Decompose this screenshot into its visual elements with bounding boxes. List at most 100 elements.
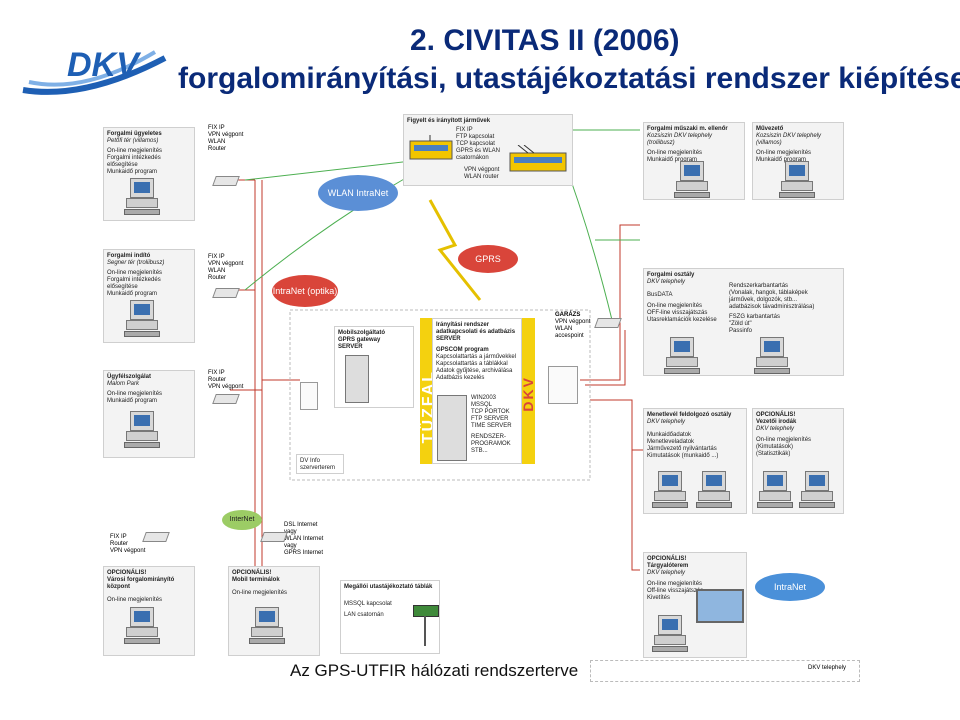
router-icon (594, 318, 622, 328)
panel-title: Forgalmi ügyeletes (107, 131, 162, 137)
panel-line: PROGRAMOK (471, 441, 511, 447)
panel-menetlevel: Menetlevél feldolgozó osztály DKV teleph… (643, 408, 747, 514)
panel-line: On-line megjelenítés (647, 581, 703, 587)
panel-subtitle2: Mobil terminálok (232, 577, 280, 583)
panel-title: OPCIONÁLIS! (232, 570, 272, 576)
wlan-intranet-bubble: WLAN IntraNet (318, 175, 398, 211)
panel-title: Forgalmi indító (107, 253, 151, 259)
panel-line: On-line megjelenítés (756, 437, 812, 443)
panel-line: Rendszerkarbantartás (729, 283, 789, 289)
router-line: VPN végpont (110, 548, 146, 554)
panel-line: SERVER (436, 336, 461, 342)
panel-line: MSSQL kapcsolat (344, 601, 392, 607)
router-line: DSL Internet (284, 522, 318, 528)
router-line: WLAN Internet (284, 536, 324, 542)
router-text-varosi: FIX IP Router VPN végpont (110, 534, 145, 555)
panel-line: Off-line visszajátszás (647, 588, 704, 594)
panel-subtitle2: Tárgyalóterem (647, 563, 689, 569)
router-line: vagy (284, 529, 297, 535)
panel-line: On-line megjelenítés (232, 590, 288, 596)
panel-subtitle: Petőfi tér (villamos) (107, 138, 159, 144)
panel-subtitle: DKV telephely (647, 279, 686, 285)
panel-line: (Kimutatások) (756, 444, 794, 450)
panel-title: Forgalmi osztály (647, 272, 695, 278)
panel-subtitle: Kozsiszin DKV telephely (troliibusz) (647, 133, 713, 146)
vehicles-line: FTP kapcsolat (456, 134, 495, 140)
dkv-vertical-label: DKV (520, 376, 536, 412)
panel-line: accespoint (555, 333, 584, 339)
panel-line: "Zöld út" (729, 321, 752, 327)
panel-line: (Vonalak, hangok, táblaképek (729, 290, 808, 296)
panel-varosi: OPCIONÁLIS! Városi forgalomirányító közp… (103, 566, 195, 656)
panel-line: MSSQL (471, 402, 493, 408)
panel-line: Járművezető nyilvántartás (647, 446, 717, 452)
router-line: WLAN (208, 268, 226, 274)
vehicles-router-line: WLAN router (464, 174, 499, 180)
panel-line: On-line megjelenítés (107, 148, 163, 154)
panel-subtitle2: Vezetői irodák (756, 419, 797, 425)
internet-bubble: InterNet (222, 510, 262, 530)
panel-title: Menetlevél feldolgozó osztály (647, 412, 732, 418)
panel-forgalmi-indito: Forgalmi indító Segner tér (troliibusz) … (103, 249, 195, 343)
panel-title: Művezető (756, 126, 784, 132)
logo-text: DKV (67, 46, 142, 84)
server-icon (437, 395, 467, 461)
router-icon (212, 394, 240, 404)
router-line: VPN végpont (208, 384, 244, 390)
garazs-text: GARÁZS VPN végpont WLAN accespoint (555, 312, 590, 340)
router-text-3: FIX IP Router VPN végpont (208, 370, 243, 391)
panel-line: Kimutatások (munkaidő ...) (647, 453, 719, 459)
panel-line: Adatok gyűjtése, archiválása (436, 368, 513, 374)
projector-screen-icon (696, 589, 744, 623)
vehicles-title: Figyelt és irányított járművek (407, 118, 491, 124)
trolleybus-icon (509, 145, 567, 172)
panel-line: adatbázisok távadminisztrálása) (729, 304, 815, 310)
panel-line: Munkaidő program (107, 169, 158, 175)
gprs-bubble: GPRS (458, 245, 518, 273)
panel-line: Menetleveladatok (647, 439, 695, 445)
panel-line: adatkapcsolati és adatbázis (436, 329, 516, 335)
router-line: WLAN (208, 139, 226, 145)
panel-megalloi: Megállói utastájékoztató táblák MSSQL ka… (340, 580, 440, 654)
vehicles-router-text: VPN végpont WLAN router (464, 167, 499, 181)
panel-title: Ügyfélszolgálat (107, 374, 152, 380)
panel-line: Munkaidőadatok (647, 432, 692, 438)
router-text-mobil: DSL Internet vagy WLAN Internet vagy GPR… (284, 522, 323, 557)
panel-subtitle: DKV telephely (647, 570, 686, 576)
panel-subtitle: Malom Park (107, 381, 140, 387)
panel-targyalo: OPCIONÁLIS! Tárgyalóterem DKV telephely … (643, 552, 747, 658)
diagram-caption: Az GPS-UTFIR hálózati rendszerterve (290, 661, 579, 680)
panel-subtitle: Kozsiszin DKV telephely (villamos) (756, 133, 822, 146)
router-icon (260, 532, 288, 542)
vehicles-line: TCP kapcsolat (456, 141, 495, 147)
panel-line: DV Info (300, 458, 321, 464)
router-line: Router (208, 377, 227, 383)
panel-line: VPN végpont (555, 319, 591, 325)
router-line: Router (208, 146, 227, 152)
panel-line: Munkaidő program (647, 157, 698, 163)
panel-title: Megállói utastájékoztató táblák (344, 584, 433, 590)
router-line: GPRS Internet (284, 550, 324, 556)
panel-title: OPCIONÁLIS! (107, 570, 147, 576)
switch-icon (548, 366, 578, 404)
panel-muszaki: Forgalmi műszaki m. ellenőr Kozsiszin DK… (643, 122, 745, 200)
panel-line: On-line megjelenítés (756, 150, 812, 156)
router-line: vagy (284, 543, 297, 549)
panel-line: TCP PORTOK (471, 409, 510, 415)
panel-forgalmi-osztaly: Forgalmi osztály DKV telephely BusDATA O… (643, 268, 844, 376)
panel-line: Munkaidő program (756, 157, 807, 163)
panel-line: FSZG karbantartás (729, 314, 781, 320)
vehicles-line: GPRS és WLAN (456, 148, 501, 154)
server-software-list: WIN2003 MSSQL TCP PORTOK FTP SERVER TIME… (471, 395, 512, 455)
router-text-1: FIX IP VPN végpont WLAN Router (208, 125, 243, 153)
sign-pole-icon (424, 616, 426, 646)
vehicles-lines: FIX IP FTP kapcsolat TCP kapcsolat GPRS … (456, 127, 500, 162)
panel-iranyitasi: Irányítási rendszer adatkapcsolati és ad… (432, 318, 522, 464)
panel-line: Munkaidő program (107, 291, 158, 297)
panel-subtitle: GPSCOM program (436, 347, 489, 353)
panel-line: On-line megjelenítés (107, 391, 163, 397)
vehicles-line: csatornákon (456, 155, 489, 161)
panel-line: On-line megjelenítés (107, 597, 163, 603)
panel-line: OFF-line visszajátszás (647, 310, 708, 316)
panel-line: Forgalmi intézkedés elősegítése (107, 277, 161, 290)
